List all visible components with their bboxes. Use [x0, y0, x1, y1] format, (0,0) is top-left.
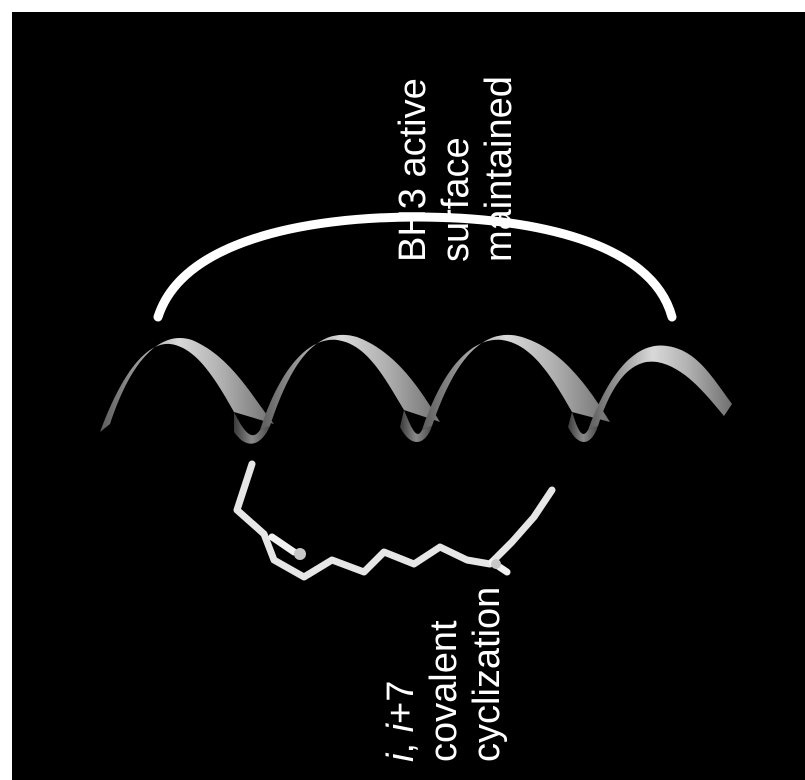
- cyclization-label: i, i+7 covalent cyclization: [380, 587, 509, 762]
- active-surface-label: BH3 active surface maintained: [392, 76, 521, 262]
- active-surface-line3: maintained: [478, 76, 521, 262]
- residue-offset: +7: [380, 681, 422, 724]
- helix-turn-4: [588, 346, 732, 430]
- residue-i2: i: [380, 724, 422, 732]
- helix-ribbon: [100, 335, 732, 444]
- residue-i: i: [380, 754, 422, 762]
- active-surface-line1: BH3 active: [392, 76, 435, 262]
- cyclization-line2: covalent: [423, 587, 466, 762]
- helix-turn-2: [260, 335, 440, 430]
- staple-left-knob: [294, 548, 306, 560]
- staple-right-knob: [491, 559, 501, 569]
- staple-left-arm: [272, 537, 294, 552]
- active-surface-line2: surface: [435, 76, 478, 262]
- cyclization-line1: i, i+7: [380, 587, 423, 762]
- hydrocarbon-staple: [237, 464, 552, 577]
- residue-separator: ,: [380, 732, 422, 753]
- cyclization-line3: cyclization: [466, 587, 509, 762]
- figure-panel: BH3 active surface maintained i, i+7 cov…: [12, 12, 805, 780]
- helix-turn-3: [422, 335, 610, 430]
- staple-chain: [237, 464, 552, 577]
- helix-turn-1: [100, 338, 274, 432]
